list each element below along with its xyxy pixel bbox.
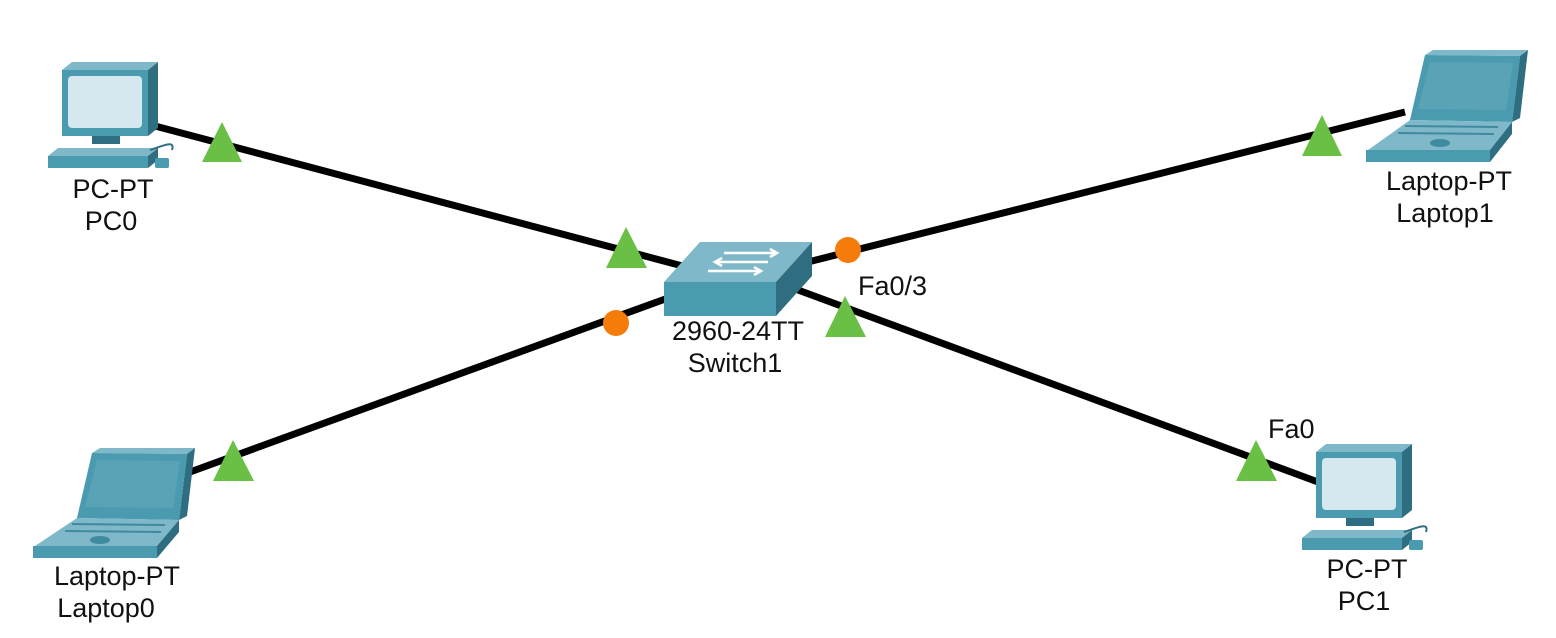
- links: [154, 108, 1406, 486]
- device-model-label: Laptop-PT: [1386, 166, 1512, 196]
- device-model-label: 2960-24TT: [672, 316, 804, 346]
- switch-icon: [664, 242, 812, 316]
- pc-icon: [48, 62, 174, 168]
- device-name-label: PC0: [85, 206, 138, 236]
- link-blocking-indicator: [603, 310, 629, 336]
- device-switch1[interactable]: 2960-24TT Switch1: [664, 242, 812, 378]
- link-up-indicator: [1302, 115, 1342, 156]
- port-label-pc1: Fa0: [1268, 414, 1315, 444]
- link-up-indicator: [1236, 440, 1277, 481]
- link-up-indicator: [606, 227, 647, 268]
- port-label-switch: Fa0/3: [858, 271, 927, 301]
- laptop-icon: [1366, 50, 1528, 162]
- device-name-label: PC1: [1338, 586, 1391, 616]
- device-name-label: Laptop1: [1396, 198, 1494, 228]
- link-blocking-indicator: [835, 237, 861, 263]
- device-laptop1[interactable]: Laptop-PT Laptop1: [1366, 50, 1528, 228]
- device-model-label: PC-PT: [73, 174, 154, 204]
- device-pc1[interactable]: PC-PT PC1: [1302, 444, 1428, 616]
- link-up-indicator: [213, 440, 254, 481]
- link-laptop0-switch1[interactable]: [188, 294, 670, 476]
- link-pc1-switch1[interactable]: [796, 286, 1320, 486]
- laptop-icon: [33, 448, 195, 558]
- link-laptop1-switch1[interactable]: [807, 108, 1406, 266]
- link-status-indicators: [202, 115, 1342, 481]
- link-up-indicator: [825, 296, 866, 337]
- device-pc0[interactable]: PC-PT PC0: [48, 62, 174, 236]
- device-name-label: Switch1: [688, 348, 783, 378]
- link-pc0-switch1[interactable]: [154, 122, 691, 272]
- device-name-label: Laptop0: [57, 593, 155, 623]
- device-laptop0[interactable]: Laptop-PT Laptop0: [33, 448, 195, 623]
- device-model-label: Laptop-PT: [54, 561, 180, 591]
- pc-icon: [1302, 444, 1428, 550]
- link-up-indicator: [202, 122, 242, 162]
- device-model-label: PC-PT: [1327, 554, 1408, 584]
